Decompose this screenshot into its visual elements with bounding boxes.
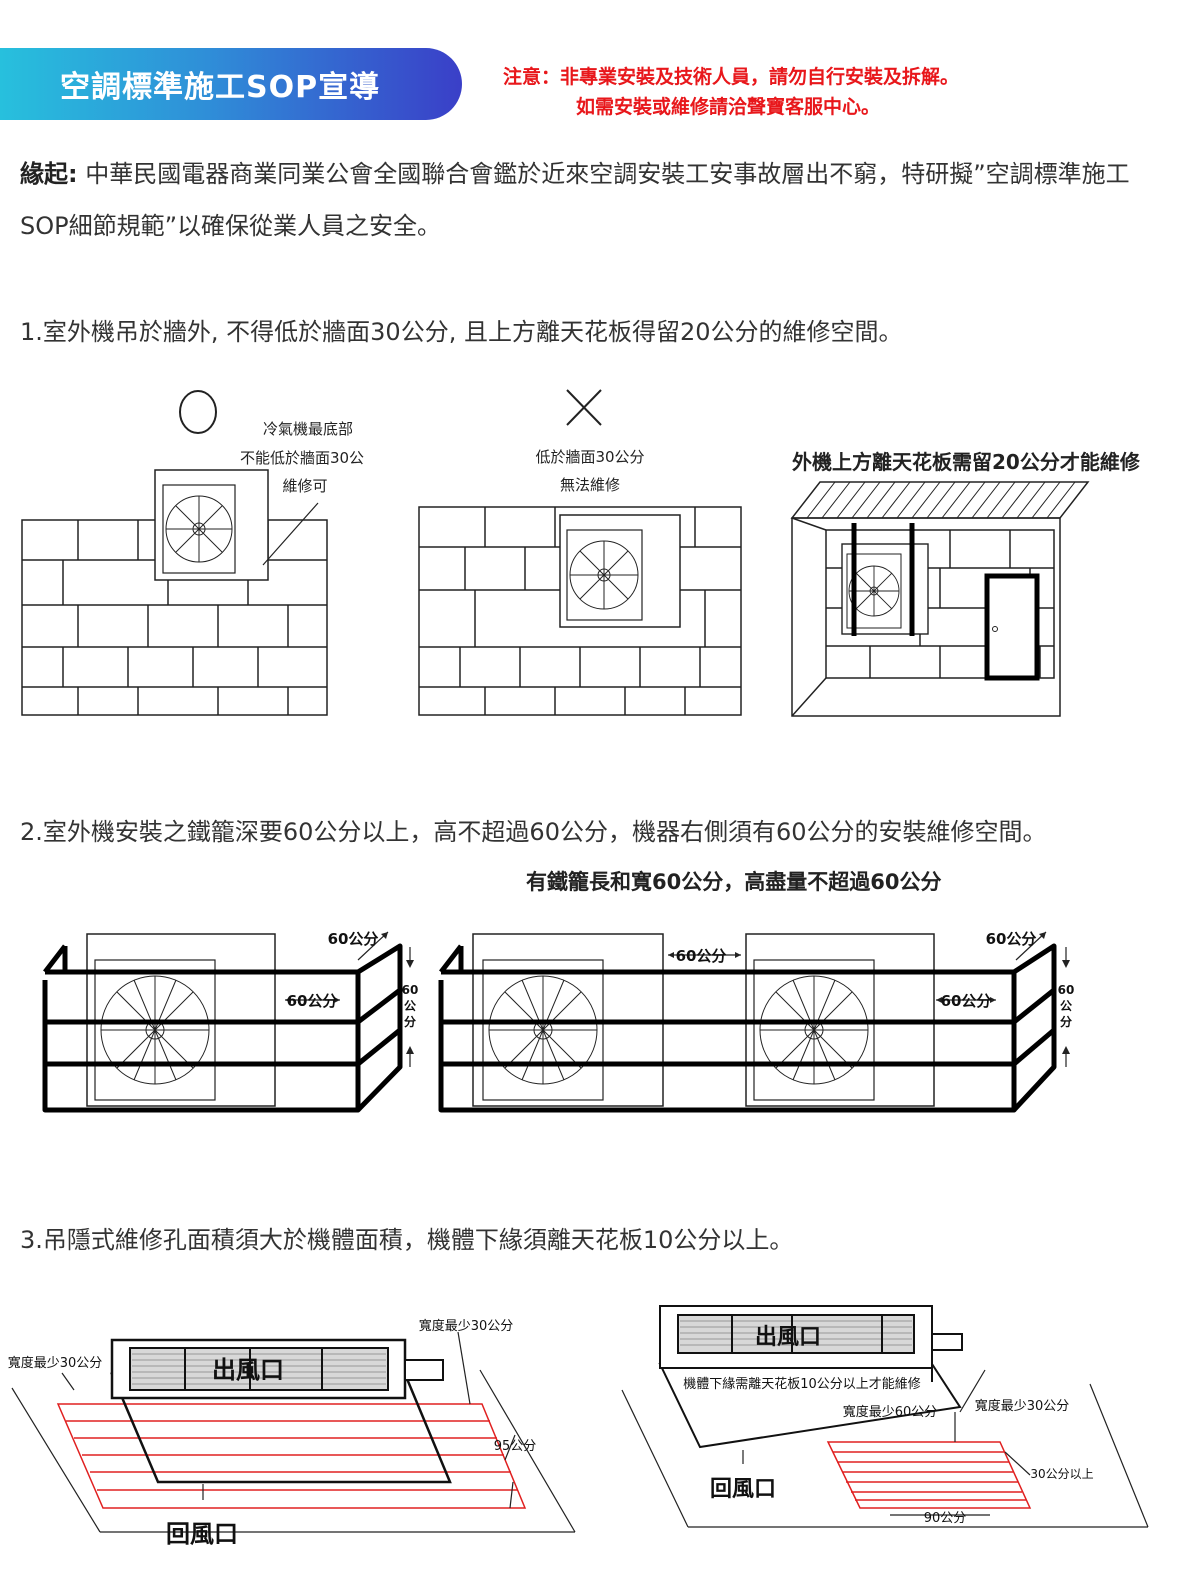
figure-wall-ok: 冷氣機最底部 不能低於牆面30公 維修可 xyxy=(21,390,364,716)
figure-ceiling-unit-right: 出風口 機體下緣需離天花板10公分以上才能維修 寬度最少60公分 寬度最少30公… xyxy=(621,1305,1149,1528)
warning-line-2: 如需安裝或維修請洽聲寶客服中心。 xyxy=(576,96,881,118)
left-width-min-right: 寬度最少30公分 xyxy=(419,1318,514,1334)
figure-cage-double: 60公分 60公分 60公分 60 公 分 xyxy=(438,930,1075,1113)
intro-paragraph: 緣起: 中華民國電器商業同業公會全國聯合會鑑於近來空調安裝工安事故層出不窮，特研… xyxy=(20,148,1160,252)
cage-left-side-label: 60公分 xyxy=(287,992,338,1010)
cage-right-vert-1: 60 xyxy=(1058,983,1075,997)
right-return-label: 回風口 xyxy=(710,1477,776,1502)
figure-wall-bad: 低於牆面30公分 無法維修 xyxy=(418,389,742,716)
fig2-caption-1: 低於牆面30公分 xyxy=(535,448,644,466)
fig1-caption-3: 維修可 xyxy=(282,477,327,495)
fig2-caption-2: 無法維修 xyxy=(560,476,620,494)
left-return-label: 回風口 xyxy=(166,1520,238,1548)
left-length-label: 95公分 xyxy=(494,1439,537,1454)
left-width-min-left: 寬度最少30公分 xyxy=(8,1355,103,1371)
cage-right-gap-label: 60公分 xyxy=(676,947,727,965)
intro-label: 緣起: xyxy=(20,160,78,188)
cage-right-side-label: 60公分 xyxy=(941,992,992,1010)
right-note: 機體下緣需離天花板10公分以上才能維修 xyxy=(683,1376,921,1392)
right-above30: 30公分以上 xyxy=(1030,1467,1093,1481)
warning-line-1: 注意：非專業安裝及技術人員，請勿自行安裝及拆解。 xyxy=(503,66,960,88)
figure-ceiling-unit-left: 出風口 寬度最少30公分 寬度最少30公分 95公分 回風口 xyxy=(8,1318,576,1548)
right-width60: 寬度最少60公分 xyxy=(843,1404,938,1420)
section-1-text: 1.室外機吊於牆外, 不得低於牆面30公分, 且上方離天花板得留20公分的維修空… xyxy=(20,318,903,346)
cage-left-vert-2: 公 xyxy=(404,999,416,1013)
figure-cage-single: 60公分 60公分 60 公 分 xyxy=(42,930,419,1113)
right-length90: 90公分 xyxy=(924,1511,967,1526)
fig1-caption-2: 不能低於牆面30公 xyxy=(240,449,364,467)
right-outlet-label: 出風口 xyxy=(755,1325,821,1350)
cage-right-vert-3: 分 xyxy=(1060,1014,1072,1029)
section-3-text: 3.吊隱式維修孔面積須大於機體面積，機體下緣須離天花板10公分以上。 xyxy=(20,1226,794,1254)
intro-text: 中華民國電器商業同業公會全國聯合會鑑於近來空調安裝工安事故層出不窮，特研擬”空調… xyxy=(20,160,1130,240)
left-outlet-label: 出風口 xyxy=(212,1356,284,1384)
page-title: 空調標準施工SOP宣導 xyxy=(60,70,381,105)
fig1-caption-1: 冷氣機最底部 xyxy=(263,420,353,438)
fig3-title: 外機上方離天花板需留20公分才能維修 xyxy=(792,450,1140,474)
cage-left-vert-3: 分 xyxy=(404,1014,416,1029)
figure-ceiling xyxy=(790,481,1090,717)
cage-right-vert-2: 公 xyxy=(1060,999,1072,1013)
title-banner: 空調標準施工SOP宣導 xyxy=(0,48,462,120)
right-width30: 寬度最少30公分 xyxy=(975,1398,1070,1414)
cage-right-top-label: 60公分 xyxy=(986,930,1037,948)
section-2-text: 2.室外機安裝之鐵籠深要60公分以上，高不超過60公分，機器右側須有60公分的安… xyxy=(20,818,1047,846)
cage-caption: 有鐵籠長和寬60公分，高盡量不超過60公分 xyxy=(526,870,942,894)
cage-left-top-label: 60公分 xyxy=(328,930,379,948)
cage-left-vert-1: 60 xyxy=(402,983,419,997)
